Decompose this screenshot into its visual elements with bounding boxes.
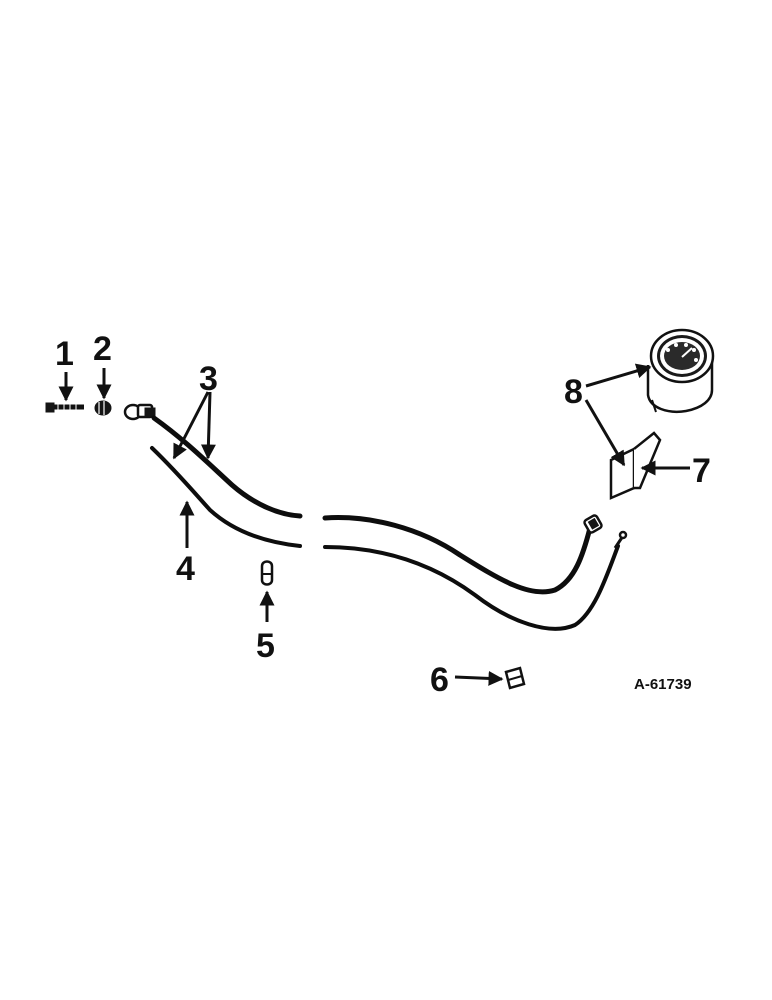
part-1-screw [45, 402, 84, 413]
leader-8b [584, 399, 626, 467]
part-7-bracket [609, 431, 662, 500]
callout-1: 1 [55, 335, 74, 373]
leader-8a [585, 363, 652, 388]
part-6-clamp [504, 666, 526, 690]
callout-7: 7 [692, 452, 711, 490]
leader-6 [454, 670, 504, 686]
cable-3-right-segment [322, 515, 593, 595]
cable-4-right-segment [323, 544, 620, 631]
callout-8: 8 [564, 373, 583, 411]
cable-fitting-right [583, 514, 628, 549]
part-8-speedometer [646, 328, 715, 413]
part-5-clip [260, 560, 274, 586]
cable-4-left-segment [150, 446, 302, 548]
callout-6: 6 [430, 661, 449, 699]
callout-5: 5 [256, 627, 275, 665]
figure-id: A-61739 [634, 676, 692, 693]
cable-fitting-left [123, 403, 156, 421]
part-2-nut [94, 400, 112, 416]
cable-3-left-segment [151, 415, 303, 519]
leader-3a [172, 391, 210, 460]
callout-4: 4 [176, 550, 195, 588]
leader-3b [200, 391, 216, 460]
callout-2: 2 [93, 330, 112, 368]
callout-3: 3 [199, 360, 218, 398]
